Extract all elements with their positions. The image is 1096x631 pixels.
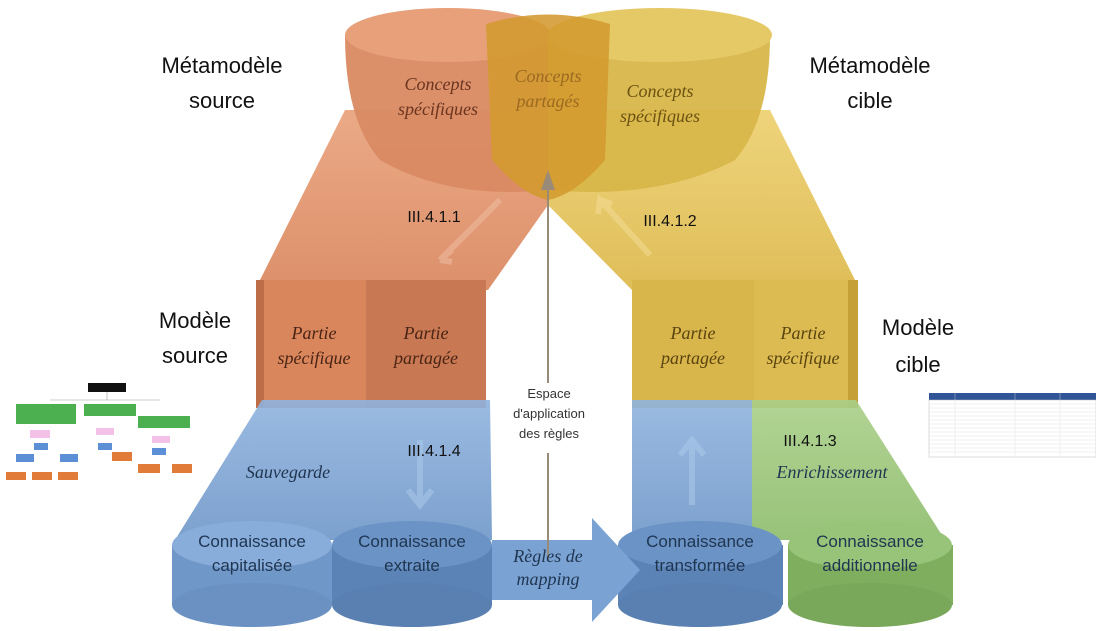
- mapping-arrow-icon: [492, 518, 640, 622]
- trans-knowledge-2: transformée: [655, 556, 746, 575]
- model-target-shared-box: [632, 280, 754, 408]
- rule-space-label-1: Espace: [527, 386, 570, 401]
- cylinder-capitalized: [172, 521, 332, 627]
- concepts-shared-1: Concepts: [515, 66, 582, 86]
- mapping-rules-1: Règles de: [512, 546, 582, 566]
- right-specific-part-1: Partie: [780, 323, 826, 343]
- left-specific-part-2: spécifique: [278, 348, 351, 368]
- ext-knowledge-1: Connaissance: [358, 532, 466, 551]
- left-shared-part-2: partagée: [392, 348, 458, 368]
- section-label-4: III.4.1.4: [407, 443, 460, 460]
- concepts-specific-left-1: Concepts: [405, 74, 472, 94]
- faint-down-arrow-icon: [437, 197, 503, 265]
- mapping-rules-2: mapping: [517, 569, 580, 589]
- model-source-label-1: Modèle: [159, 308, 231, 333]
- model-target-specific-box: [754, 280, 850, 408]
- concepts-shared-2: partagés: [515, 91, 580, 111]
- enrich-label: Enrichissement: [776, 462, 889, 482]
- save-label: Sauvegarde: [246, 462, 330, 482]
- add-knowledge-1: Connaissance: [816, 532, 924, 551]
- model-source-specific-box: [262, 280, 366, 408]
- concepts-specific-left-2: spécifiques: [398, 99, 478, 119]
- source-model-thumbnail: [6, 383, 192, 480]
- model-target-box-side: [848, 280, 858, 408]
- rule-space-arrow-head-icon: [541, 170, 555, 190]
- right-shared-part-1: Partie: [670, 323, 716, 343]
- faint-up-arrow2-icon: [677, 435, 707, 505]
- left-lower-arm: [175, 400, 492, 540]
- rule-space-label-2: d'application: [513, 406, 585, 421]
- meta-target-label-2: cible: [847, 88, 892, 113]
- cap-knowledge-1: Connaissance: [198, 532, 306, 551]
- model-target-label-2: cible: [895, 352, 940, 377]
- target-model-thumbnail: [928, 393, 1096, 458]
- cylinder-transformed: [618, 521, 783, 627]
- right-shared-part-2: partagée: [659, 348, 725, 368]
- model-target-label-1: Modèle: [882, 315, 954, 340]
- concepts-specific-right-1: Concepts: [627, 81, 694, 101]
- rule-space-label-bg: [510, 383, 588, 453]
- faint-down-arrow2-icon: [405, 440, 435, 510]
- model-source-shared-box: [366, 280, 486, 408]
- concepts-specific-right-2: spécifiques: [620, 106, 700, 126]
- model-source-box-side: [256, 280, 264, 408]
- section-label-1: III.4.1.1: [407, 209, 460, 226]
- ext-knowledge-2: extraite: [384, 556, 440, 575]
- section-label-2: III.4.1.2: [643, 213, 696, 230]
- rule-space-label-3: des règles: [519, 426, 579, 441]
- section-label-3: III.4.1.3: [783, 433, 836, 450]
- left-specific-part-1: Partie: [291, 323, 337, 343]
- right-specific-part-2: spécifique: [767, 348, 840, 368]
- concepts-shared-zone: [486, 14, 610, 200]
- trans-knowledge-1: Connaissance: [646, 532, 754, 551]
- meta-source-label-1: Métamodèle: [161, 53, 282, 78]
- left-shared-part-1: Partie: [403, 323, 449, 343]
- cap-knowledge-2: capitalisée: [212, 556, 292, 575]
- meta-target-label-1: Métamodèle: [809, 53, 930, 78]
- add-knowledge-2: additionnelle: [822, 556, 917, 575]
- right-lower-green-arm: [752, 400, 945, 540]
- model-source-label-2: source: [162, 343, 228, 368]
- faint-up-arrow-icon: [595, 193, 653, 258]
- meta-source-label-2: source: [189, 88, 255, 113]
- cylinder-extracted: [332, 521, 492, 627]
- cylinder-additional: [788, 521, 953, 627]
